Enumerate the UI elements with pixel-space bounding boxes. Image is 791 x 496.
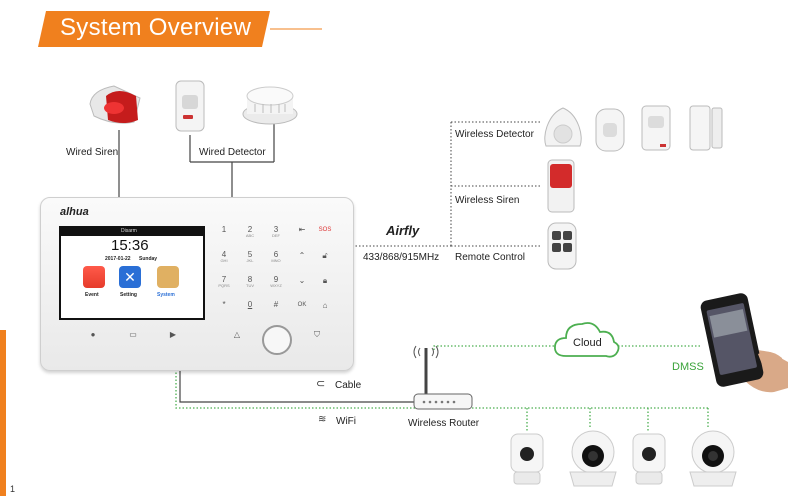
down-arrow-icon[interactable]: ⌄	[298, 276, 306, 285]
sos-key[interactable]: SOS	[318, 227, 332, 233]
wired-detector-label: Wired Detector	[199, 147, 266, 158]
app-setting-icon[interactable]: ✕	[119, 266, 141, 288]
smartphone-image	[700, 293, 788, 393]
ip-camera-dome-1	[569, 430, 617, 487]
key-1[interactable]: 1	[221, 225, 227, 234]
ip-camera-cube-1	[510, 433, 544, 485]
wireless-detector-label: Wireless Detector	[455, 129, 534, 140]
curtain-detector-image	[641, 105, 671, 151]
frequency-label: 433/868/915MHz	[363, 252, 440, 263]
app-event-icon[interactable]	[83, 266, 105, 288]
wireless-router-label: Wireless Router	[408, 418, 480, 429]
star-key[interactable]: *	[222, 300, 226, 309]
wireless-router-image	[413, 345, 473, 410]
warning-icon[interactable]: △	[233, 330, 241, 339]
app-system-label: System	[157, 292, 175, 298]
wired-detector-pir-image	[175, 80, 205, 132]
remote-control-label: Remote Control	[455, 252, 526, 263]
lock-icon[interactable]: 🔒︎	[322, 276, 328, 285]
remote-control-image	[547, 222, 577, 270]
wireless-siren-image	[547, 159, 575, 213]
ip-camera-cube-2	[632, 433, 666, 485]
app-setting-label: Setting	[120, 292, 137, 298]
wireless-pir-image	[595, 108, 625, 152]
wired-siren-image	[89, 85, 141, 124]
cable-icon: ⊂	[316, 378, 326, 390]
app-event-label: Event	[85, 292, 99, 298]
airfly-logo: Airfly	[386, 223, 420, 238]
wifi-icon: ≋	[318, 414, 327, 425]
up-arrow-icon[interactable]: ⌃	[298, 251, 306, 260]
camera-icon[interactable]: ▶	[169, 330, 177, 339]
wired-siren-label: Wired Siren	[66, 147, 119, 158]
unlock-icon[interactable]: 🔓︎	[322, 251, 328, 260]
screen-status-bar: Disarm	[61, 228, 203, 236]
shield-icon[interactable]: ⛉	[314, 330, 320, 339]
back-key-icon[interactable]: ⇤	[298, 225, 306, 234]
key-0[interactable]: 0	[247, 300, 253, 309]
status-text: Disarm	[121, 228, 137, 234]
smoke-detector-image	[242, 86, 298, 125]
cable-label: Cable	[335, 380, 362, 391]
wifi-label: WiFi	[336, 416, 356, 427]
panic-button-image	[544, 107, 582, 147]
ok-key[interactable]: OK	[297, 302, 307, 308]
page-number: 1	[10, 484, 16, 494]
panel-brand: alhua	[60, 206, 89, 218]
cloud-label: Cloud	[573, 337, 602, 349]
screen-weekday: Sunday	[139, 256, 158, 262]
cloud-icon	[554, 322, 620, 358]
title-banner	[38, 11, 322, 47]
screen-date: 2017-01-22	[105, 256, 131, 262]
ip-camera-dome-2	[689, 430, 737, 487]
home-key-icon[interactable]: ⌂	[322, 301, 328, 310]
dmss-label: DMSS	[672, 361, 704, 373]
screen-time: 15:36	[111, 237, 149, 254]
panel-screen: Disarm 15:36 2017-01-22 Sunday ✕ Event S…	[59, 226, 205, 320]
door-contact-image	[689, 105, 723, 151]
home-button[interactable]	[262, 325, 292, 355]
card-icon[interactable]: ▭	[129, 330, 137, 339]
key-hash[interactable]: #	[273, 300, 279, 309]
app-system-icon[interactable]	[157, 266, 179, 288]
left-accent-bar	[0, 330, 6, 496]
wireless-siren-label: Wireless Siren	[455, 195, 520, 206]
mic-icon[interactable]: ●	[90, 330, 96, 339]
page-title: System Overview	[60, 14, 252, 41]
